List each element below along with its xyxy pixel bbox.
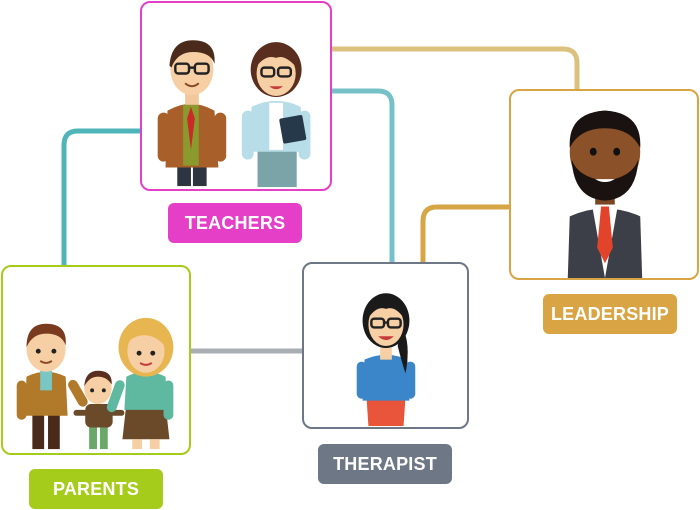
parents-label: PARENTS bbox=[29, 469, 163, 509]
teachers-card bbox=[140, 1, 332, 191]
parents-card bbox=[1, 265, 191, 455]
therapist-illustration bbox=[356, 293, 416, 427]
leadership-label: LEADERSHIP bbox=[543, 294, 677, 334]
connector-therapist-leadership bbox=[420, 204, 510, 264]
leadership-illustration bbox=[567, 110, 643, 278]
connector-teachers-therapist bbox=[330, 88, 395, 264]
connector-teachers-parents bbox=[61, 128, 142, 266]
therapist-label: THERAPIST bbox=[318, 444, 452, 484]
parents-illustration bbox=[16, 317, 174, 450]
therapist-card bbox=[302, 262, 469, 429]
leadership-card bbox=[509, 89, 699, 280]
connector-teachers-leadership bbox=[330, 46, 580, 92]
teachers-illustration bbox=[157, 40, 311, 188]
teachers-label: TEACHERS bbox=[168, 203, 302, 243]
